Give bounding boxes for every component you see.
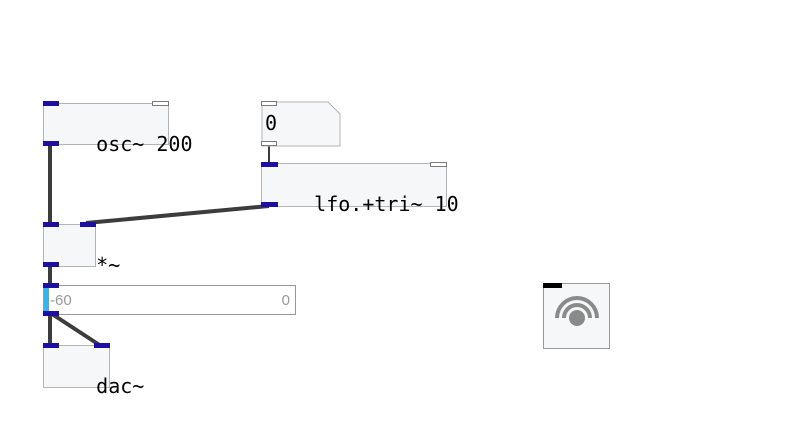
multiply-object[interactable]: *~ [43,224,120,275]
lfo-object-label: lfo.+tri~ 10 [314,192,459,216]
multiply-object-label: *~ [96,253,121,277]
multiply-inlet-right[interactable] [80,222,96,227]
dac-object[interactable]: dac~ [43,345,144,396]
dac-inlet-right[interactable] [94,343,110,348]
dac-inlet-left[interactable] [43,343,59,348]
audio-toggle-inlet[interactable] [543,283,562,288]
cord-lfo-to-mult[interactable] [85,204,270,225]
multiply-inlet-left[interactable] [43,222,59,227]
message-box[interactable] [261,101,343,147]
lfo-object[interactable]: lfo.+tri~ 10 [261,163,459,214]
level-slider-outlet[interactable] [43,311,59,316]
message-outlet[interactable] [261,141,277,146]
osc-inlet-right[interactable] [152,101,169,106]
dac-object-label: dac~ [96,374,145,398]
level-slider-inlet[interactable] [43,283,59,288]
message-box-value: 0 [265,111,278,135]
level-slider-min-label: -60 [50,292,72,309]
level-slider-knob[interactable] [44,286,49,314]
osc-inlet-left[interactable] [43,101,59,106]
lfo-outlet[interactable] [261,202,278,207]
osc-object-label: osc~ 200 [96,132,193,156]
level-slider-max-label: 0 [281,292,290,309]
level-slider[interactable]: -60 0 [43,285,296,315]
multiply-outlet[interactable] [43,262,59,267]
osc-object[interactable]: osc~ 200 [43,103,193,154]
osc-outlet[interactable] [43,141,59,146]
lfo-inlet-right[interactable] [430,162,447,167]
message-inlet[interactable] [261,101,277,106]
cord-slider-to-dac-right[interactable] [50,312,103,348]
lfo-inlet-left[interactable] [261,162,278,167]
audio-toggle[interactable] [543,283,610,349]
speaker-waves-icon [555,296,599,326]
